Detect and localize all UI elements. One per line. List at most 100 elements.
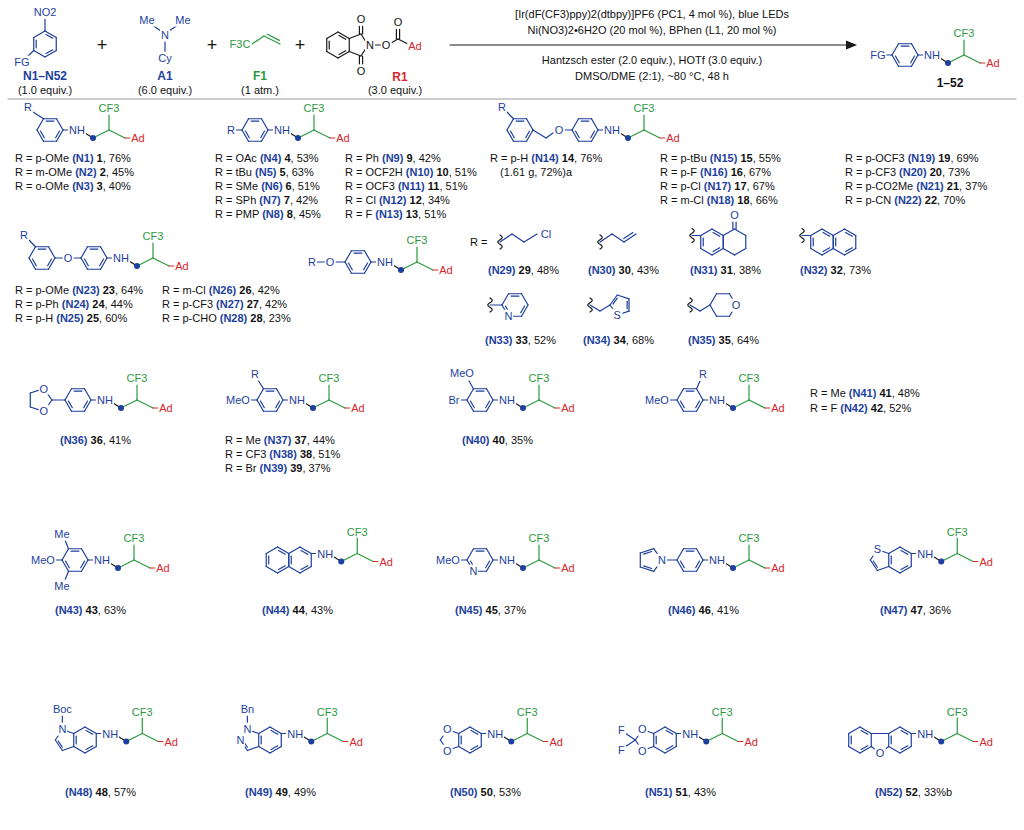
yield-caption: (N29) 29, 48% <box>488 264 559 277</box>
atom-label: S <box>873 543 882 556</box>
bond-line <box>326 39 327 52</box>
bond-line <box>533 130 546 138</box>
bond-line <box>624 234 636 242</box>
yield-caption: R = Cl (N12) 12, 34% <box>345 194 450 207</box>
bond-line <box>912 44 919 55</box>
carbon-dot <box>295 135 301 141</box>
bond-line <box>30 393 31 407</box>
atom-label: O <box>637 744 648 757</box>
bond-line <box>142 718 143 734</box>
yield-caption: (N49) 49, 49% <box>245 786 316 799</box>
bond-line <box>261 131 265 138</box>
bond-line <box>527 718 528 734</box>
bond-line <box>667 559 677 560</box>
bond-line <box>522 305 529 316</box>
atom-label: Me <box>174 14 191 27</box>
bond-line <box>590 305 600 311</box>
bond-line <box>417 262 433 270</box>
bond-line <box>33 38 34 51</box>
bond-line <box>889 547 900 554</box>
atom-label: Cy <box>157 52 172 65</box>
bond-line <box>251 399 257 400</box>
atom-label: O <box>325 256 336 269</box>
atom-label: NH <box>101 727 119 740</box>
bond-line <box>670 399 677 400</box>
bond-line <box>65 561 69 568</box>
atom-label: CF3 <box>633 102 656 115</box>
bond-line <box>901 746 908 750</box>
bond-line <box>911 56 915 63</box>
bond-line <box>627 301 628 308</box>
atom-label: Ad <box>335 132 350 145</box>
atom-label: O <box>554 124 565 137</box>
bond-line <box>85 400 92 411</box>
bond-line <box>626 734 635 740</box>
bond-line <box>281 734 282 747</box>
bond-line <box>300 567 311 574</box>
bond-line <box>45 51 56 58</box>
bond-line <box>697 381 701 389</box>
atom-label: NH <box>376 256 394 269</box>
atom-label: R <box>497 101 507 114</box>
atom-label: F <box>617 724 626 737</box>
bond-line <box>349 34 361 39</box>
bond-line <box>257 389 264 400</box>
bond-line <box>700 305 710 311</box>
bond-line <box>810 236 811 249</box>
atom-label: CF3 <box>126 372 149 385</box>
bond-line <box>710 294 717 305</box>
bond-line <box>76 736 77 744</box>
bond-line <box>749 400 765 408</box>
yield-caption: R = OCF2H (N10) 10, 51% <box>345 166 477 179</box>
carbon-dot <box>134 263 140 269</box>
plus-sign: + <box>207 35 218 56</box>
atom-label: MeO <box>449 367 475 380</box>
bond-line <box>267 34 279 40</box>
yield-caption: (N40) 40, 35% <box>462 434 533 447</box>
bond-line <box>36 40 37 48</box>
atom-label: Ad <box>770 562 785 575</box>
bond-line <box>521 306 525 313</box>
atom-label: Ad <box>350 402 365 415</box>
bond-line <box>74 391 82 392</box>
bond-line <box>735 229 746 236</box>
yield-caption: R = m-Cl (N18) 18, 66% <box>660 194 778 207</box>
bond-line <box>33 112 44 119</box>
atom-label: NO2 <box>33 6 58 19</box>
atom-label: NH <box>93 554 111 567</box>
yield-caption: (N48) 48, 57% <box>65 786 136 799</box>
bond-line <box>676 734 677 747</box>
atom-label: Ad <box>985 57 1000 70</box>
bond-line <box>697 389 704 400</box>
atom-label: O <box>381 39 392 52</box>
bond-line <box>450 44 848 45</box>
atom-label: CF3 <box>142 230 165 243</box>
bond-line <box>88 246 101 247</box>
bond-line <box>264 388 277 389</box>
atom-label: O <box>38 405 49 418</box>
atom-label: Boc <box>52 703 73 716</box>
condition-text: Hantzsch ester (2.0 equiv.), HOTf (3.0 e… <box>540 54 764 67</box>
bond-line <box>833 249 844 256</box>
atom-label: NH <box>498 394 516 407</box>
atom-label: Ad <box>770 402 785 415</box>
yield-caption: R = Me (N41) 41, 48% <box>810 387 920 400</box>
bond-line <box>911 554 912 567</box>
bond-line <box>697 549 704 560</box>
atom-label: NH <box>708 554 726 567</box>
bond-line <box>314 130 330 138</box>
bond-line <box>891 736 892 744</box>
bond-line <box>471 730 478 734</box>
yield-caption: R = Me (N37) 37, 44% <box>225 434 335 447</box>
bond-line <box>69 571 82 572</box>
bond-line <box>490 304 502 305</box>
bond-line <box>870 560 877 571</box>
bond-line <box>262 130 269 141</box>
bond-line <box>889 567 900 574</box>
bond-line <box>666 746 673 750</box>
atom-label: NH <box>923 49 941 62</box>
bond-line <box>266 554 267 567</box>
bond-group <box>8 19 1016 753</box>
atom-label: N <box>57 723 67 736</box>
bond-line <box>259 747 270 754</box>
